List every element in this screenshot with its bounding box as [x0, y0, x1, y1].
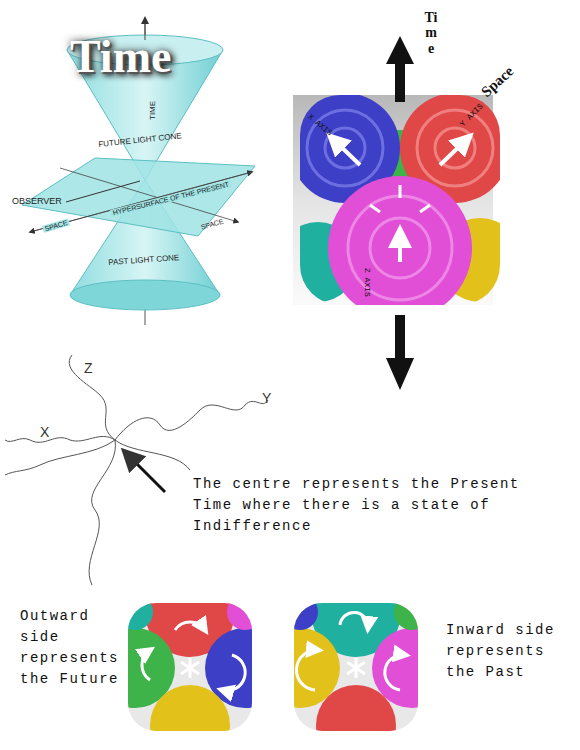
outward-cube — [95, 567, 285, 750]
axis-cube — [278, 36, 522, 390]
time-label: Time — [424, 10, 438, 56]
observer-label: OBSERVER — [12, 196, 62, 206]
note-text: Inward side represents the Past — [446, 620, 561, 683]
page-title: Time — [70, 30, 171, 83]
light-cone — [22, 18, 255, 325]
inward-cube — [260, 567, 452, 750]
axis-label: Z AXIS — [363, 268, 372, 297]
axis-letter: Z — [84, 360, 93, 376]
axis-curves — [5, 355, 268, 585]
axis-label: TIME — [148, 101, 157, 120]
axis-label: SPACE — [42, 218, 70, 232]
note-text: The centre represents the Present Time w… — [193, 474, 553, 537]
note-text: Outward side represents the Future — [20, 606, 130, 690]
axis-letter: Y — [262, 390, 271, 406]
space-label: Space — [478, 63, 517, 101]
axis-letter: X — [40, 424, 49, 440]
